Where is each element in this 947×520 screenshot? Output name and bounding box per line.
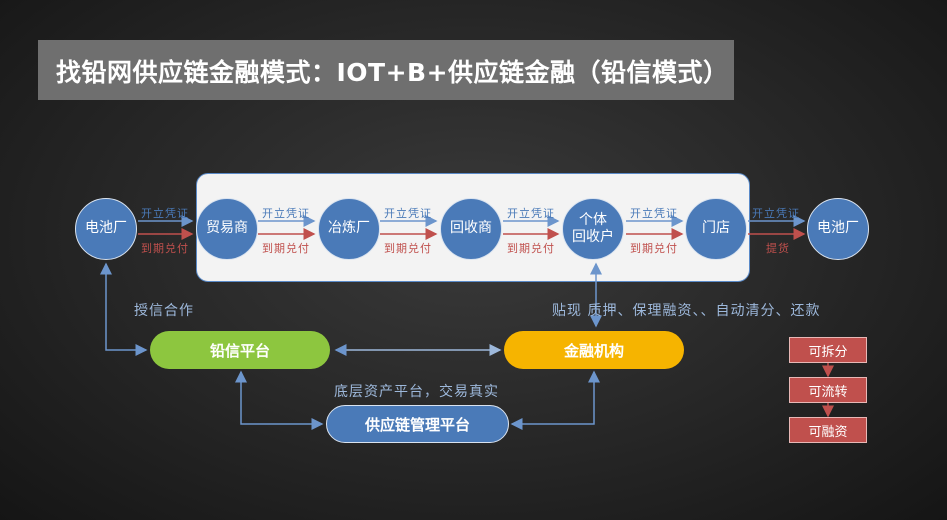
label-due-payment: 到期兑付 [630, 242, 678, 255]
platform-lead-credit: 铅信平台 [150, 331, 330, 369]
page-title: 找铅网供应链金融模式：IOT+B+供应链金融（铅信模式） [56, 58, 729, 87]
label-due-payment: 到期兑付 [262, 242, 310, 255]
label-issue-voucher: 开立凭证 [752, 207, 800, 220]
platform-connectors [100, 262, 834, 430]
title-bar [38, 40, 734, 100]
annotation-credit-cooperation: 授信合作 [134, 303, 194, 319]
node-trader: 贸易商 [196, 198, 258, 260]
label-issue-voucher: 开立凭证 [507, 207, 555, 220]
node-battery-factory-right: 电池厂 [807, 198, 869, 260]
node-store: 门店 [685, 198, 747, 260]
label-issue-voucher: 开立凭证 [384, 207, 432, 220]
label-issue-voucher: 开立凭证 [262, 207, 310, 220]
label-issue-voucher: 开立凭证 [141, 207, 189, 220]
platform-financial-institution: 金融机构 [504, 331, 684, 369]
label-issue-voucher: 开立凭证 [630, 207, 678, 220]
platform-scm: 供应链管理平台 [326, 405, 509, 443]
node-smelter: 冶炼厂 [318, 198, 380, 260]
node-individual-recycler: 个体 回收户 [562, 198, 624, 260]
node-recycler: 回收商 [440, 198, 502, 260]
node-battery-factory-left: 电池厂 [75, 198, 137, 260]
feature-tag: 可流转 [789, 377, 867, 403]
annotation-finance-services: 贴现 质押、保理融资、、自动清分、还款 [552, 303, 821, 319]
annotation-asset-platform: 底层资产平台，交易真实 [334, 384, 499, 400]
label-due-payment: 到期兑付 [507, 242, 555, 255]
label-deliver: 提货 [766, 242, 790, 255]
label-due-payment: 到期兑付 [141, 242, 189, 255]
feature-tag: 可融资 [789, 417, 867, 443]
flow-arrows [138, 215, 806, 240]
feature-tag: 可拆分 [789, 337, 867, 363]
label-due-payment: 到期兑付 [384, 242, 432, 255]
